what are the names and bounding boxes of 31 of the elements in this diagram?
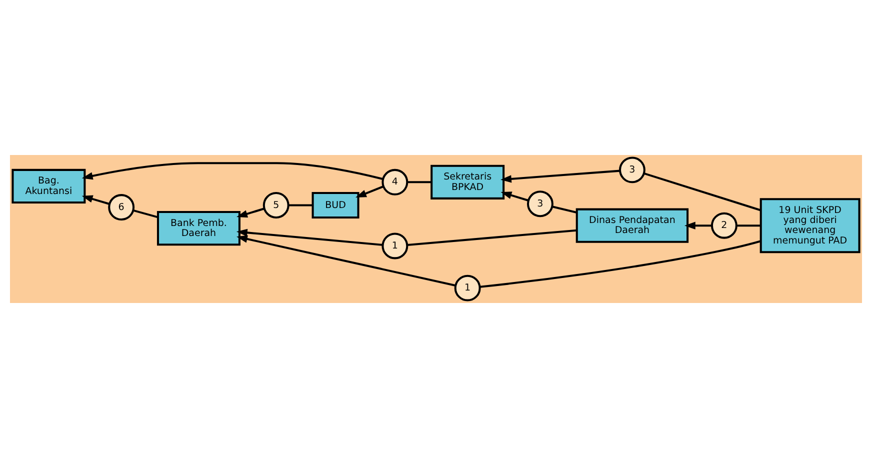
node-circle: 2	[710, 212, 737, 238]
arrow	[81, 194, 110, 204]
connector	[643, 172, 760, 211]
node-circle: 1	[381, 232, 408, 259]
node-box: BUD	[311, 192, 359, 218]
arrow	[684, 221, 712, 229]
node-circle: 3	[526, 190, 553, 217]
connector	[736, 224, 760, 226]
connector	[288, 204, 312, 206]
node-box: 19 Unit SKPD yang diberi wewenang memungut PAD	[759, 198, 860, 253]
node-box: Sekretaris BPKAD	[430, 164, 504, 199]
node-circle: 4	[381, 168, 408, 195]
connector	[406, 180, 431, 183]
arrow	[500, 191, 528, 201]
node-circle: 6	[108, 194, 134, 220]
arrow	[236, 207, 264, 218]
arrow	[500, 169, 620, 182]
arrow	[355, 185, 384, 198]
arrow	[236, 228, 382, 246]
node-box: Dinas Pendapatan Daerah	[575, 208, 688, 242]
arrow	[236, 234, 456, 286]
node-circle: 1	[454, 274, 480, 301]
node-box: Bag. Akuntansi	[11, 168, 86, 204]
node-box: Bank Pemb. Daerah	[156, 210, 240, 246]
node-circle: 3	[618, 156, 645, 183]
connector	[132, 208, 158, 218]
connector	[552, 205, 576, 213]
connector	[406, 228, 576, 246]
connector	[479, 240, 761, 288]
arrow	[81, 162, 383, 180]
node-circle: 5	[262, 192, 289, 218]
